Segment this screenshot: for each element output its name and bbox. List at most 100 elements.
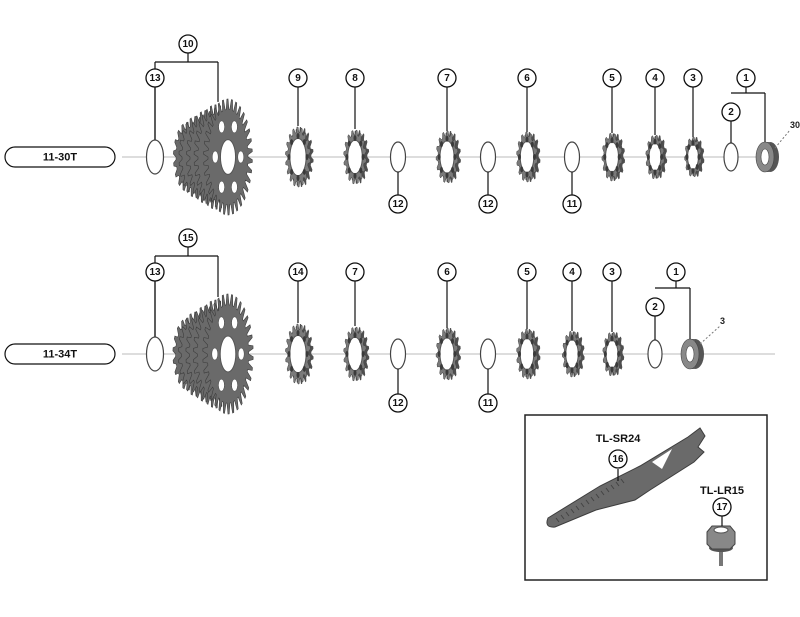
callout-circle bbox=[602, 68, 622, 88]
callout-number: 11 bbox=[483, 398, 494, 409]
callout-8[interactable]: 1 bbox=[666, 262, 686, 282]
callout-16[interactable]: 16 bbox=[608, 449, 628, 469]
callout-circle bbox=[478, 194, 498, 214]
callout-circle bbox=[288, 262, 308, 282]
callout-number: 7 bbox=[352, 267, 358, 278]
callout-10[interactable]: 2 bbox=[721, 102, 741, 122]
sprocket[interactable] bbox=[516, 328, 541, 380]
callout-4[interactable]: 7 bbox=[437, 68, 457, 88]
badge-label: 11-34T bbox=[43, 349, 78, 361]
sprocket-cluster[interactable] bbox=[172, 293, 254, 415]
callout-0[interactable]: 10 bbox=[178, 34, 198, 54]
badge-label: 11-30T bbox=[43, 152, 78, 164]
sprocket[interactable] bbox=[343, 129, 370, 185]
callout-number: 13 bbox=[149, 73, 161, 84]
sprocket[interactable] bbox=[343, 326, 370, 382]
callout-number: 1 bbox=[673, 267, 679, 278]
reference-number: 3 bbox=[720, 316, 725, 326]
spacer-ring[interactable] bbox=[479, 141, 497, 173]
callout-7[interactable]: 4 bbox=[645, 68, 665, 88]
spacer-ring[interactable] bbox=[389, 338, 407, 370]
sprocket[interactable] bbox=[601, 132, 625, 182]
callout-circle bbox=[645, 68, 665, 88]
sprocket[interactable] bbox=[562, 330, 585, 378]
callout-circle bbox=[388, 393, 408, 413]
spacer-ring[interactable] bbox=[145, 139, 165, 175]
spacer-ring[interactable] bbox=[145, 336, 165, 372]
callout-number: 12 bbox=[392, 199, 404, 210]
callout-9[interactable]: 1 bbox=[736, 68, 756, 88]
callout-9[interactable]: 2 bbox=[645, 297, 665, 317]
callout-11[interactable]: 11 bbox=[478, 393, 498, 413]
sprocket[interactable] bbox=[435, 130, 461, 184]
spacer-ring[interactable] bbox=[723, 142, 739, 172]
callout-7[interactable]: 3 bbox=[602, 262, 622, 282]
callout-circle bbox=[145, 262, 165, 282]
sprocket[interactable] bbox=[684, 136, 705, 178]
sprocket[interactable] bbox=[516, 131, 541, 183]
callout-3[interactable]: 8 bbox=[345, 68, 365, 88]
callout-number: 2 bbox=[728, 107, 734, 118]
callout-circle bbox=[288, 68, 308, 88]
callout-6[interactable]: 5 bbox=[602, 68, 622, 88]
sprocket-cluster[interactable] bbox=[173, 98, 253, 216]
callout-number: 8 bbox=[352, 73, 358, 84]
callout-13[interactable]: 11 bbox=[562, 194, 582, 214]
sprocket[interactable] bbox=[645, 134, 668, 180]
reference-leader bbox=[699, 325, 721, 345]
callout-1[interactable]: 13 bbox=[145, 68, 165, 88]
lockring-tool[interactable] bbox=[706, 525, 736, 566]
callout-2[interactable]: 14 bbox=[288, 262, 308, 282]
callout-5[interactable]: 5 bbox=[517, 262, 537, 282]
callout-12[interactable]: 12 bbox=[478, 194, 498, 214]
sprocket[interactable] bbox=[285, 323, 314, 385]
lockring[interactable] bbox=[680, 338, 704, 370]
callout-0[interactable]: 15 bbox=[178, 228, 198, 248]
callout-circle bbox=[645, 297, 665, 317]
callout-circle bbox=[178, 228, 198, 248]
callout-10[interactable]: 12 bbox=[388, 393, 408, 413]
callout-3[interactable]: 7 bbox=[345, 262, 365, 282]
callout-8[interactable]: 3 bbox=[683, 68, 703, 88]
tool-name: TL-SR24 bbox=[596, 433, 642, 445]
sprocket-remover-tool[interactable] bbox=[546, 427, 706, 528]
sprocket[interactable] bbox=[602, 331, 625, 377]
callout-number: 17 bbox=[716, 502, 728, 513]
callout-circle bbox=[145, 68, 165, 88]
callout-number: 1 bbox=[743, 73, 749, 84]
callout-1[interactable]: 13 bbox=[145, 262, 165, 282]
callout-number: 6 bbox=[444, 267, 450, 278]
callout-circle bbox=[602, 262, 622, 282]
callout-circle bbox=[437, 68, 457, 88]
callout-circle bbox=[517, 262, 537, 282]
callout-2[interactable]: 9 bbox=[288, 68, 308, 88]
callout-circle bbox=[388, 194, 408, 214]
lockring[interactable] bbox=[755, 141, 779, 173]
callout-circle bbox=[478, 393, 498, 413]
callout-6[interactable]: 4 bbox=[562, 262, 582, 282]
callout-11[interactable]: 12 bbox=[388, 194, 408, 214]
callout-circle bbox=[712, 497, 732, 517]
callout-17[interactable]: 17 bbox=[712, 497, 732, 517]
parts bbox=[145, 98, 779, 216]
gear-range-badge: 11-34T bbox=[4, 343, 116, 365]
callout-circle bbox=[666, 262, 686, 282]
callout-number: 12 bbox=[392, 398, 404, 409]
spacer-ring[interactable] bbox=[647, 339, 663, 369]
gear-range-badge: 11-30T bbox=[4, 146, 116, 168]
callout-5[interactable]: 6 bbox=[517, 68, 537, 88]
sprocket[interactable] bbox=[285, 126, 314, 188]
spacer-ring[interactable] bbox=[479, 338, 497, 370]
callout-4[interactable]: 6 bbox=[437, 262, 457, 282]
spacer-ring[interactable] bbox=[563, 141, 581, 173]
parts bbox=[145, 293, 704, 415]
sprocket[interactable] bbox=[435, 327, 461, 381]
tool-name: TL-LR15 bbox=[700, 485, 744, 497]
callout-number: 13 bbox=[149, 267, 161, 278]
callout-number: 4 bbox=[652, 73, 658, 84]
callout-circle bbox=[345, 68, 365, 88]
spacer-ring[interactable] bbox=[389, 141, 407, 173]
callout-circle bbox=[437, 262, 457, 282]
callout-number: 14 bbox=[292, 267, 304, 278]
